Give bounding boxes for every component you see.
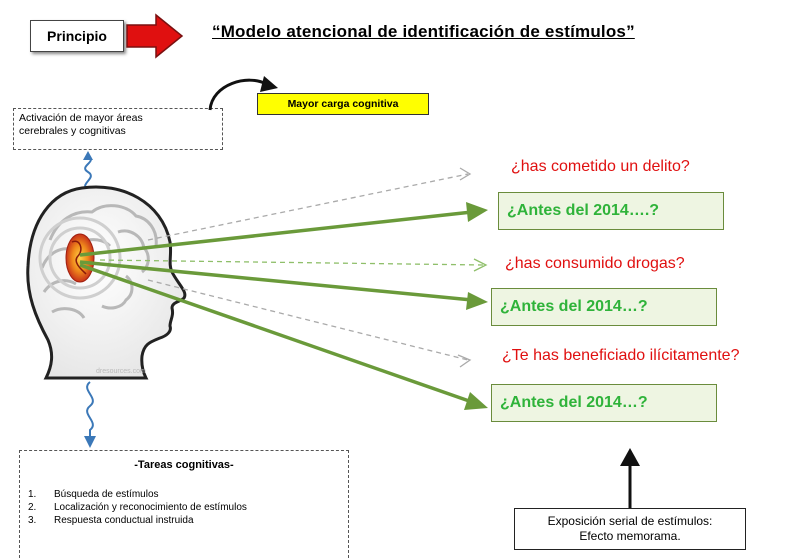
exposicion-box: Exposición serial de estímulos: Efecto m… (514, 508, 746, 550)
question-2: ¿has consumido drogas? (505, 255, 685, 272)
list-item-number: 1. (28, 489, 37, 500)
activation-line-1: Activación de mayor áreas (19, 112, 143, 124)
principio-label: Principio (47, 28, 107, 44)
list-item: 2. Localización y reconocimiento de estí… (28, 501, 247, 514)
activation-box: Activación de mayor áreas cerebrales y c… (13, 108, 223, 150)
exposicion-line-2: Efecto memorama. (579, 529, 681, 543)
question-3: ¿Te has beneficiado ilícitamente? (502, 347, 740, 364)
antes-box-2: ¿Antes del 2014…? (491, 288, 717, 326)
list-item: 3. Respuesta conductual instruida (28, 514, 247, 527)
principio-box: Principio (30, 20, 124, 52)
tareas-cognitivas-box: -Tareas cognitivas- 1. Búsqueda de estím… (19, 450, 349, 558)
list-item-text: Localización y reconocimiento de estímul… (54, 502, 247, 513)
wave-up-arrow-icon (83, 151, 93, 191)
diagram-title: “Modelo atencional de identificación de … (212, 22, 635, 41)
curved-arrow-icon (208, 76, 278, 111)
dashed-arrow-to-question-3 (147, 279, 469, 361)
carga-cognitiva-box: Mayor carga cognitiva (257, 93, 429, 115)
tareas-title: -Tareas cognitivas- (134, 459, 234, 471)
antes-box-3: ¿Antes del 2014…? (491, 384, 717, 422)
list-item-number: 3. (28, 515, 37, 526)
green-arrow-head-1 (466, 202, 488, 222)
antes-box-1: ¿Antes del 2014….? (498, 192, 724, 230)
head-silhouette (26, 185, 187, 380)
question-1: ¿has cometido un delito? (511, 158, 690, 175)
green-arrow-head-2 (466, 292, 488, 310)
dashed-green-arrow-to-question-2 (99, 259, 485, 266)
list-item: 1. Búsqueda de estímulos (28, 488, 247, 501)
watermark-text: dresources.com (96, 368, 146, 375)
carga-label: Mayor carga cognitiva (287, 98, 399, 110)
list-item-text: Respuesta conductual instruida (54, 515, 194, 526)
green-arrow-to-antes-2 (79, 260, 473, 302)
dashed-arrow-head-3 (457, 354, 472, 368)
list-item-number: 2. (28, 502, 37, 513)
green-arrow-to-antes-1 (79, 210, 473, 257)
activation-line-2: cerebrales y cognitivas (19, 125, 126, 137)
brain-activation-hotspot (65, 233, 95, 283)
dashed-green-arrow-head-2 (473, 258, 488, 272)
exposicion-line-1: Exposición serial de estímulos: (547, 514, 713, 528)
green-arrow-head-3 (464, 392, 488, 410)
dashed-arrow-head-1 (459, 167, 472, 181)
dashed-arrow-to-question-1 (147, 173, 469, 241)
red-arrow-icon (126, 13, 184, 59)
green-arrow-to-antes-3 (79, 263, 473, 404)
wave-down-arrow-icon (84, 381, 96, 448)
tareas-list: 1. Búsqueda de estímulos 2. Localización… (28, 488, 247, 527)
list-item-text: Búsqueda de estímulos (54, 489, 159, 500)
head-brain-illustration (26, 185, 187, 380)
black-up-arrow-head (620, 448, 640, 466)
